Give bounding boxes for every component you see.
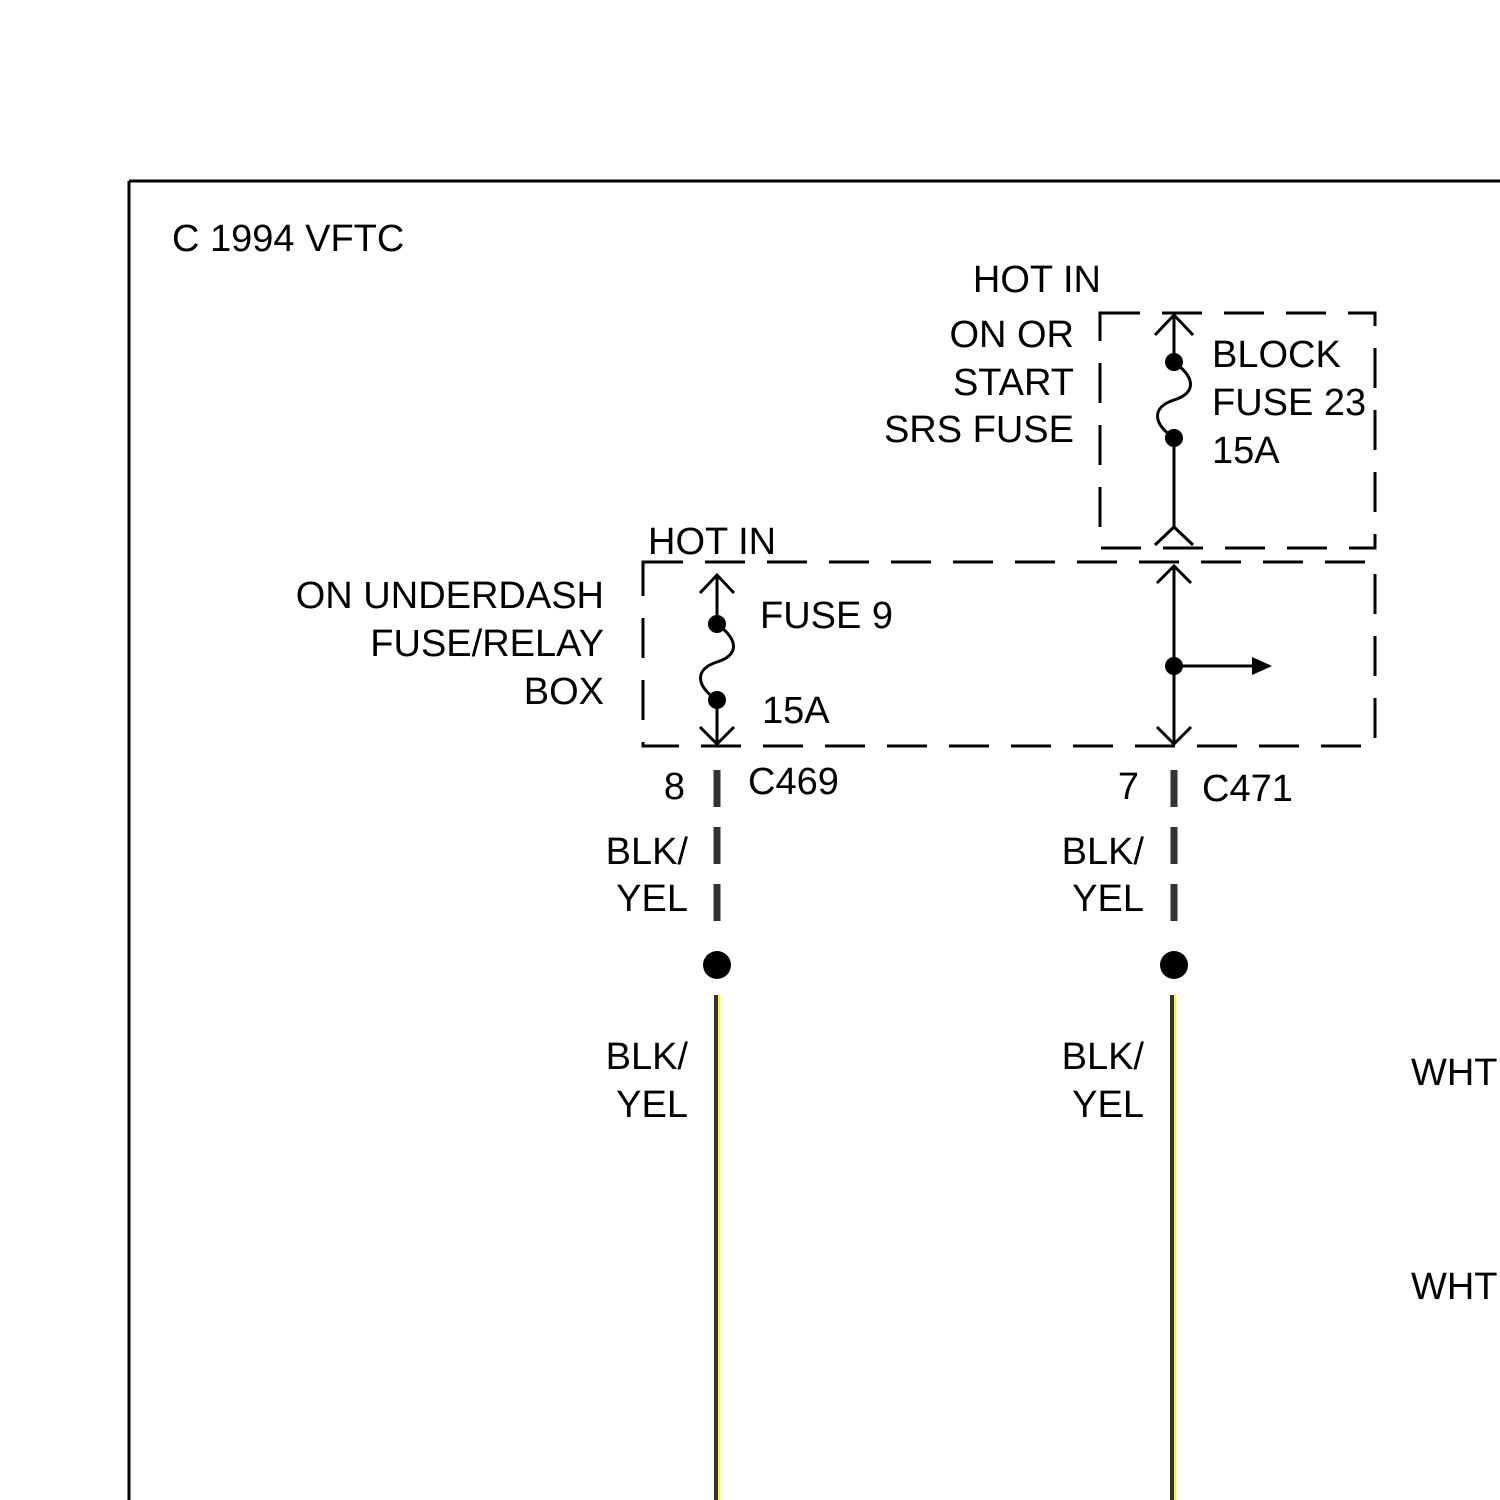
srs-on-or-label: ON OR [949,314,1074,356]
edge-label-1: WHT [1411,1052,1498,1094]
srs-fuse-text: BLOCK FUSE 23 15A [1212,334,1366,472]
edge-label-2: WHT [1411,1266,1498,1308]
connector-c469-name: C469 [748,761,839,803]
left-upper-color-2: YEL [616,878,688,920]
srs-block-label: BLOCK [1212,334,1341,376]
left-wire-labels: BLK/ YEL BLK/ YEL [606,831,689,1126]
copyright-label: C 1994 VFTC [172,218,404,260]
left-lower-color-2: YEL [616,1084,688,1126]
srs-fuse-symbol [1155,315,1193,545]
left-lower-color-1: BLK/ [606,1036,689,1078]
connector-c469: 8 C469 [664,761,839,808]
fuse-9-symbol [700,575,734,744]
fuse-9-label: FUSE 9 [760,595,893,637]
fuse-9-rating-label: 15A [762,690,830,732]
right-upper-color-1: BLK/ [1062,831,1145,873]
connector-c469-pin: 8 [664,766,685,808]
underdash-box-outline [643,562,1375,746]
underdash-hot-in-label: HOT IN [648,521,776,563]
page-frame [129,181,1500,1500]
underdash-line-3: BOX [524,671,604,713]
left-wire [703,770,731,1500]
right-wire [1160,770,1188,1500]
connector-c471-pin: 7 [1118,766,1139,808]
underdash-line-2: FUSE/RELAY [370,623,604,665]
srs-start-label: START [953,362,1074,404]
srs-fuse-label: SRS FUSE [884,409,1074,451]
connector-c471: 7 C471 [1118,766,1293,810]
srs-fuse-23-label: FUSE 23 [1212,382,1366,424]
right-lower-color-2: YEL [1072,1084,1144,1126]
underdash-line-1: ON UNDERDASH [296,575,604,617]
connector-c471-name: C471 [1202,768,1293,810]
srs-pass-through [1157,566,1272,744]
srs-hot-in-label: HOT IN [973,259,1101,301]
underdash-box-labels: ON UNDERDASH FUSE/RELAY BOX [296,575,604,713]
right-lower-color-1: BLK/ [1062,1036,1145,1078]
srs-fuse-rating-label: 15A [1212,430,1280,472]
edge-wire-labels: WHT WHT [1411,1052,1498,1308]
right-wire-labels: BLK/ YEL BLK/ YEL [1062,831,1145,1126]
srs-source-labels: HOT IN ON OR START SRS FUSE [884,259,1101,451]
left-upper-color-1: BLK/ [606,831,689,873]
right-upper-color-2: YEL [1072,878,1144,920]
